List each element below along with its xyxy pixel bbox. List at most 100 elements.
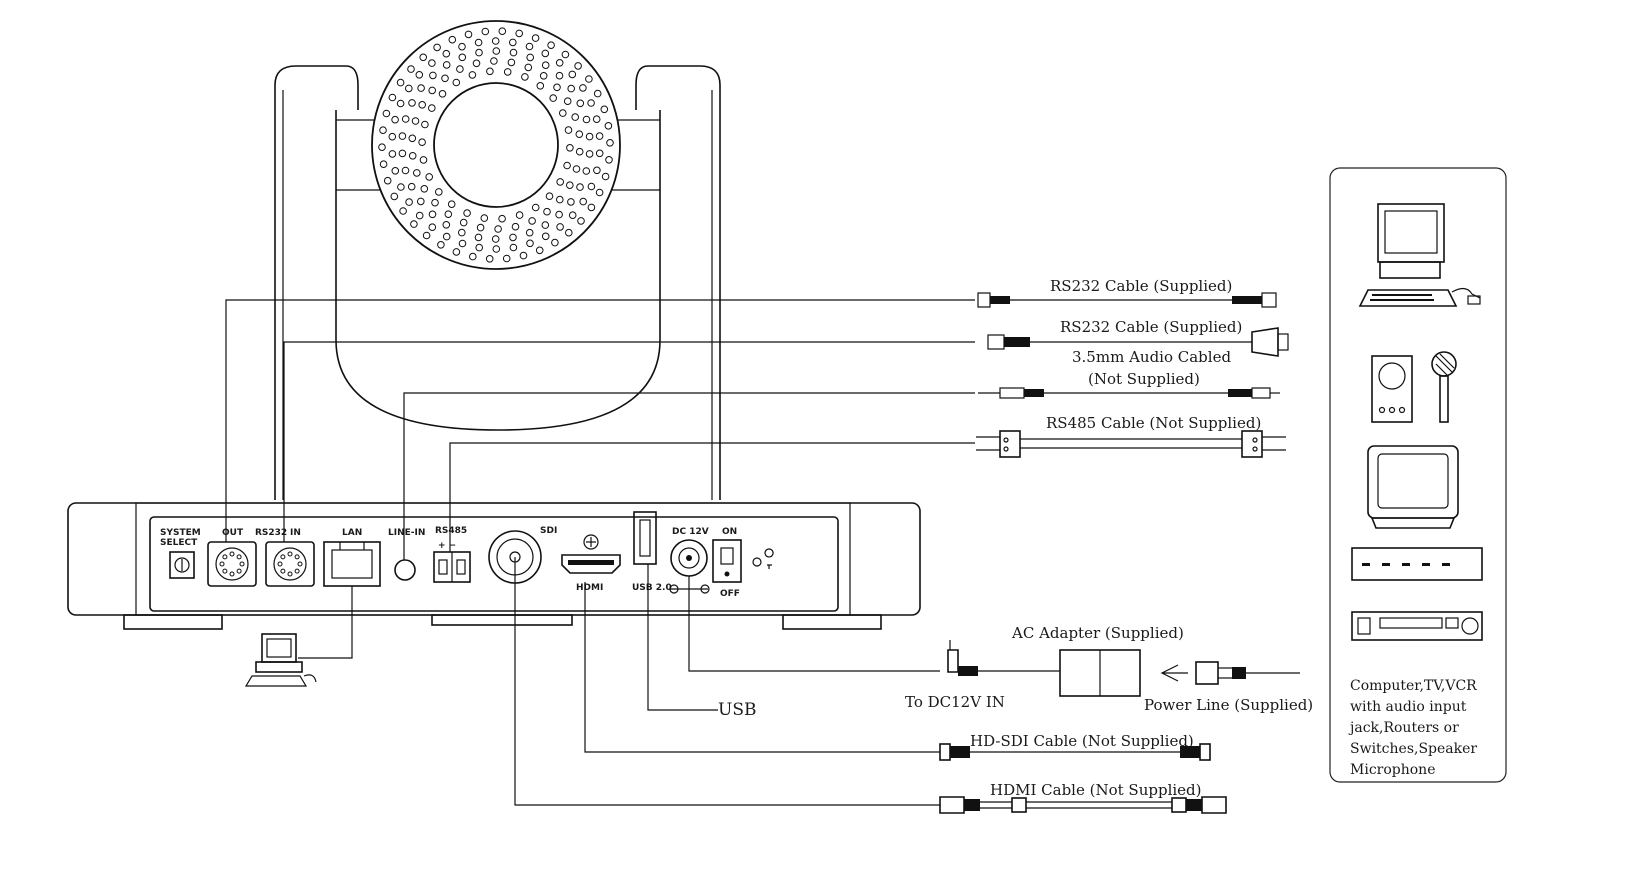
camera-base <box>67 502 921 630</box>
grille-hole <box>585 75 593 83</box>
rs485-cable: RS485 Cable (Not Supplied) <box>976 414 1286 458</box>
grille-hole <box>564 126 573 134</box>
grille-hole <box>442 221 451 229</box>
grille-hole <box>428 210 437 219</box>
ac-adapter: AC Adapter (Supplied) To DC12V IN Power … <box>905 624 1313 714</box>
grille-hole <box>388 93 397 102</box>
device-description: Computer,TV,VCR with audio input jack,Ro… <box>1348 678 1482 778</box>
grille-hole <box>547 41 555 50</box>
usb-port[interactable]: USB 2.0 <box>632 511 672 593</box>
svg-text:SYSTEM: SYSTEM <box>160 528 201 538</box>
grille-hole <box>585 132 594 141</box>
led-indicator-icon <box>752 548 774 569</box>
grille-hole <box>577 217 585 225</box>
grille-hole <box>401 166 410 175</box>
grille-hole <box>491 235 500 243</box>
grille-hole <box>474 38 483 47</box>
grille-hole <box>458 42 466 51</box>
grille-hole <box>490 57 498 65</box>
grille-hole <box>567 198 575 206</box>
lan-port[interactable]: LAN <box>323 528 381 587</box>
grille-hole <box>575 130 584 138</box>
grille-hole <box>561 50 570 59</box>
grille-hole <box>391 167 400 175</box>
connector-pin <box>236 554 242 560</box>
grille-hole <box>502 254 511 263</box>
grille-hole <box>491 37 500 45</box>
grille-hole <box>498 27 507 36</box>
grille-hole <box>521 73 529 81</box>
grille-hole <box>492 245 501 253</box>
connector-pin <box>294 568 300 574</box>
grille-hole <box>417 197 425 206</box>
grille-hole <box>576 183 584 191</box>
grille-hole <box>480 214 489 222</box>
grille-hole <box>397 183 405 191</box>
svg-text:RS485 Cable (Not Supplied): RS485 Cable (Not Supplied) <box>1046 414 1261 432</box>
grille-hole <box>587 99 595 107</box>
grille-hole <box>576 99 585 108</box>
rs232-in-port[interactable] <box>265 541 315 587</box>
grille-hole <box>459 218 468 227</box>
grille-hole <box>525 228 534 237</box>
grille-hole <box>579 197 588 206</box>
grille-hole <box>456 65 464 73</box>
connector-pin <box>277 561 283 567</box>
grille-hole <box>383 176 392 185</box>
rs232-out-port[interactable] <box>207 541 257 587</box>
connector-pin <box>280 568 286 574</box>
grille-hole <box>555 210 563 219</box>
rs232-label: RS232 <box>255 528 287 538</box>
system-select-knob[interactable]: SYSTEM SELECT <box>160 528 201 579</box>
hdmi-port[interactable]: HDMI <box>561 534 621 593</box>
grille-hole <box>556 178 565 186</box>
grille-hole <box>492 47 501 55</box>
svg-text:USB 2.0: USB 2.0 <box>632 583 672 593</box>
grille-hole <box>379 160 388 168</box>
grille-hole <box>555 71 564 80</box>
power-switch[interactable]: ON OFF <box>712 527 742 599</box>
device-panel: Computer,TV,VCR with audio input jack,Ro… <box>1329 167 1507 783</box>
grille-hole <box>509 38 517 47</box>
grille-hole <box>388 150 397 158</box>
grille-hole <box>511 222 520 231</box>
rs232-cable-out: RS232 Cable (Supplied) <box>977 277 1277 308</box>
usb-cable-label: USB <box>718 700 756 720</box>
grille-hole <box>468 71 477 79</box>
rs485-terminal[interactable]: RS485 + − <box>433 526 471 583</box>
grille-hole <box>494 225 502 233</box>
grille-hole <box>553 83 561 92</box>
grille-hole <box>433 43 441 52</box>
grille-hole <box>563 161 571 170</box>
grille-hole <box>605 156 613 164</box>
grille-hole <box>536 82 545 90</box>
svg-text:3.5mm Audio Cabled: 3.5mm Audio Cabled <box>1072 348 1231 366</box>
grille-hole <box>509 48 518 57</box>
tv-icon <box>1367 445 1459 529</box>
connector-pin <box>287 551 293 557</box>
grille-hole <box>408 152 417 160</box>
grille-hole <box>390 192 399 201</box>
grille-hole <box>556 195 564 204</box>
hdmi-cable: HDMI Cable (Not Supplied) <box>939 781 1227 814</box>
grille-hole <box>582 167 591 175</box>
hdsdi-cable: HD-SDI Cable (Not Supplied) <box>939 732 1211 761</box>
svg-text:ON: ON <box>722 527 737 537</box>
dc12v-port[interactable]: DC 12V <box>669 527 710 594</box>
grille-hole <box>600 105 609 114</box>
connection-lines <box>225 299 975 806</box>
svg-text:(Not Supplied): (Not Supplied) <box>1088 370 1200 388</box>
grille-hole <box>442 232 451 241</box>
svg-text:RS485: RS485 <box>435 526 467 536</box>
connector-pin <box>222 554 228 560</box>
sdi-port[interactable]: SDI <box>488 526 557 584</box>
grille-hole <box>549 94 558 102</box>
grille-hole <box>475 48 483 57</box>
svg-text:LINE-IN: LINE-IN <box>388 528 425 538</box>
grille-hole <box>410 220 418 228</box>
grille-hole <box>452 78 461 87</box>
grille-hole <box>415 211 424 220</box>
grille-hole <box>438 90 447 98</box>
line-in-port[interactable]: LINE-IN <box>388 528 425 581</box>
